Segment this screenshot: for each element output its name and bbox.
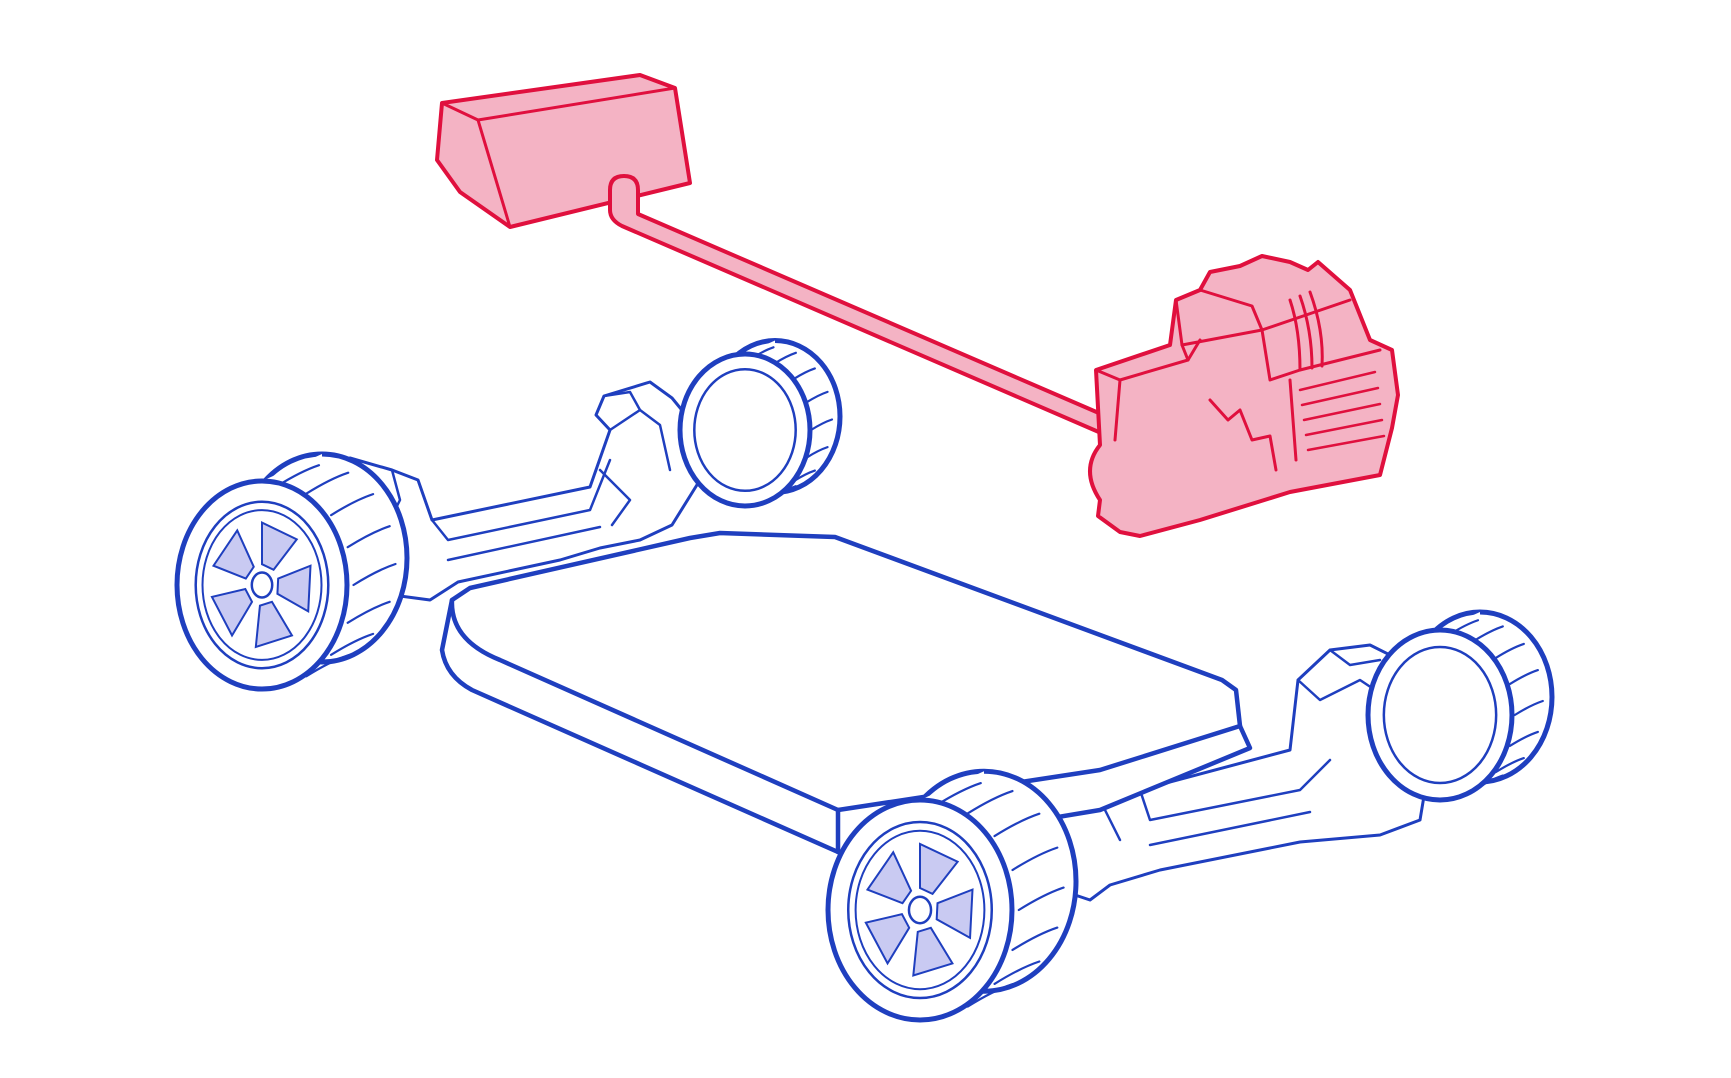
- cable-harness: [608, 174, 1117, 438]
- tread-groove: [1513, 699, 1544, 717]
- control-unit: [435, 73, 692, 229]
- rear-axle-left-wheel: [174, 451, 410, 692]
- tread-groove: [1011, 846, 1059, 872]
- tread-groove: [305, 471, 350, 495]
- wheel-spoke-window: [254, 600, 294, 649]
- wheel-spoke-window: [935, 888, 974, 940]
- battery-pack: [439, 530, 1253, 855]
- tread-groove: [792, 367, 816, 381]
- tread-groove: [329, 493, 375, 517]
- electric-drive-unit: [1088, 254, 1400, 538]
- wheel-hub: [907, 895, 933, 925]
- front-axle-left-wheel: [825, 768, 1079, 1023]
- wheel-spoke-window: [912, 926, 954, 977]
- tread-groove: [346, 525, 391, 549]
- tread-groove: [1494, 756, 1525, 774]
- tread-groove: [346, 600, 391, 624]
- front-axle-right-wheel: [1365, 609, 1555, 803]
- wheel-hub: [250, 571, 274, 599]
- tread-groove: [1473, 625, 1504, 642]
- tread-groove: [1494, 642, 1525, 660]
- tread-groove: [1508, 668, 1539, 686]
- tread-groove: [809, 418, 834, 432]
- tread-groove: [993, 960, 1041, 985]
- wheel-spoke-window: [864, 913, 911, 966]
- tread-groove: [805, 390, 829, 404]
- wheel-spoke-window: [261, 521, 299, 572]
- wheel-spoke-window: [211, 528, 255, 580]
- wheel-spoke-window: [276, 564, 312, 614]
- tread-groove: [329, 632, 375, 656]
- rear-axle-right-wheel: [677, 338, 843, 509]
- wheel-spoke-window: [865, 850, 913, 905]
- wheel-spoke-window: [919, 842, 960, 896]
- wheel-spoke-window: [210, 587, 254, 638]
- tread-groove: [1508, 730, 1539, 748]
- tread-groove: [966, 789, 1014, 815]
- tread-groove: [1017, 886, 1065, 912]
- tread-groove: [993, 812, 1041, 838]
- tread-groove: [1011, 926, 1059, 952]
- tread-groove: [352, 562, 397, 587]
